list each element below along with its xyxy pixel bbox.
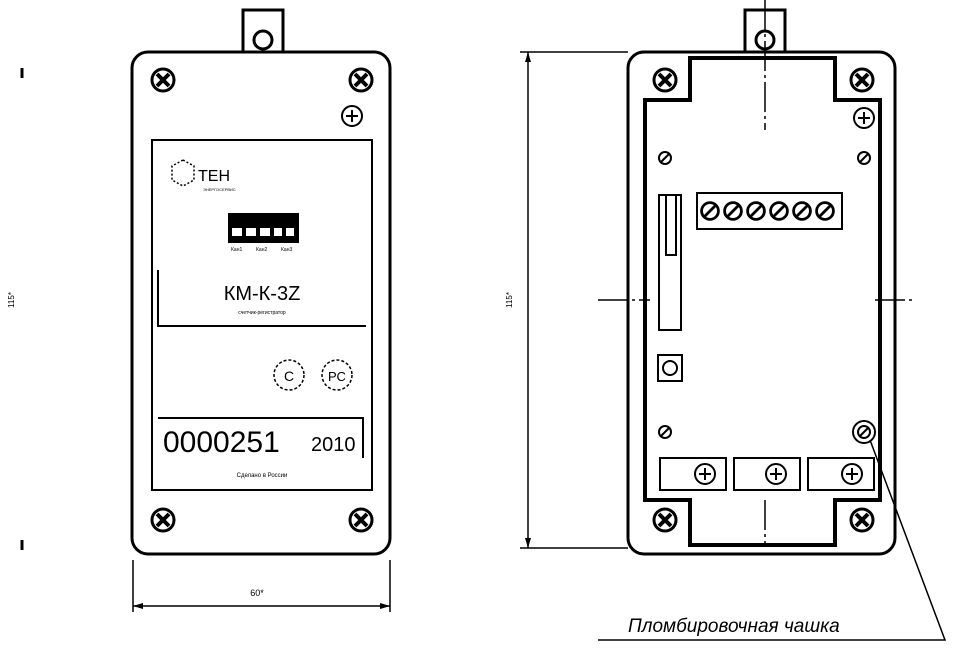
pc-mark-icon: РС <box>321 359 353 391</box>
terminal-block <box>696 192 843 230</box>
model-subtitle: счетчик-регистратор <box>238 310 286 316</box>
serial-year: 2010 <box>311 434 356 456</box>
svg-text:РС: РС <box>328 369 346 384</box>
model-name: КМ-К-3Z <box>224 283 301 305</box>
brand-subtitle: ЭНЕРГОСЕРВИС <box>203 187 236 192</box>
height-dim-line <box>520 51 628 549</box>
base-frame <box>643 56 882 547</box>
rear-height-dimension: 115* <box>505 292 514 308</box>
mounting-hole <box>252 29 274 51</box>
seal-cup-callout: Пломбировочная чашка <box>628 616 840 637</box>
width-dim-line <box>132 560 391 612</box>
rear-view: 115* Пломбировочная чашка <box>505 0 947 641</box>
width-dimension: 60* <box>250 588 264 598</box>
serial-number: 0000251 <box>163 426 280 459</box>
svg-text:С: С <box>284 368 294 384</box>
front-view: ТЕН ЭНЕРГОСЕРВИС Кан1 Кан2 Кан3 КМ-К-3Z … <box>7 8 392 612</box>
housing-outline <box>626 50 897 556</box>
indicator-label: Кан2 <box>256 247 267 253</box>
label-frame <box>157 270 366 327</box>
power-terminal <box>659 457 727 491</box>
brand-name: ТЕН <box>198 168 230 185</box>
seal-cup-icon <box>852 420 876 444</box>
indicator-label: Кан1 <box>231 247 242 253</box>
indicator-label: Кан3 <box>281 247 292 253</box>
made-in-label: Сделано в России <box>237 473 288 479</box>
front-panel <box>151 139 373 491</box>
brand-logo-icon <box>171 159 195 187</box>
certification-mark-icon: С <box>273 359 305 391</box>
housing-outline <box>130 50 392 556</box>
button <box>657 354 683 382</box>
callout-leader <box>598 439 947 641</box>
serial-frame <box>158 417 364 458</box>
center-lines <box>598 0 912 545</box>
front-height-dimension: 115* <box>7 292 16 308</box>
